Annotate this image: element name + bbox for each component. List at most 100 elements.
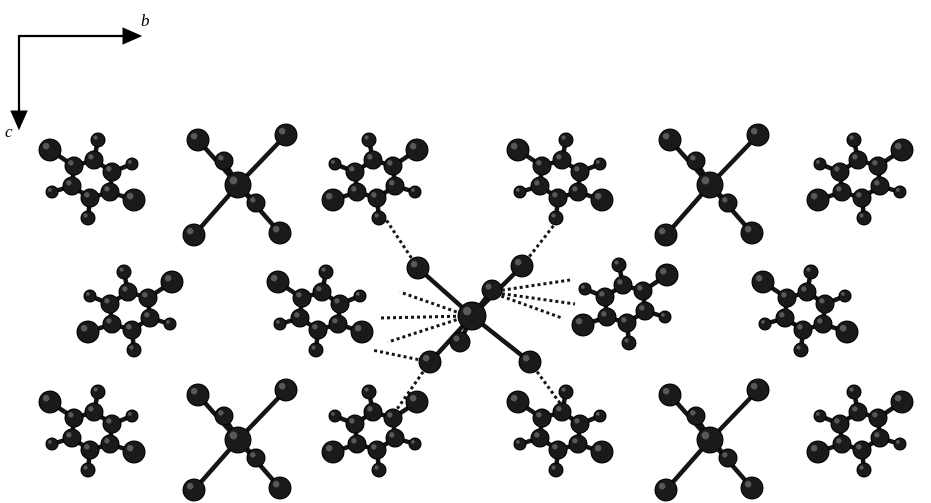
ligand-atom-highlight	[722, 197, 728, 203]
ligand-atom	[406, 256, 430, 280]
substituent-atom	[122, 188, 146, 212]
substituent-atom-highlight	[83, 213, 88, 218]
substituent-atom	[813, 157, 827, 171]
ring-atom	[102, 314, 122, 334]
ring-atom	[383, 408, 403, 428]
substituent-atom	[806, 440, 830, 464]
substituent-atom	[513, 185, 527, 199]
hydrogen-bond	[489, 290, 563, 320]
substituent-atom-highlight	[276, 320, 280, 324]
substituent-atom	[408, 185, 422, 199]
ring-atom-highlight	[852, 154, 858, 160]
axis-indicator: b c	[5, 11, 150, 141]
ring-atom-highlight	[144, 312, 150, 318]
ring-atom-highlight	[817, 318, 823, 324]
substituent-atom-highlight	[42, 394, 50, 402]
substituent-atom	[160, 270, 184, 294]
ring-atom-highlight	[104, 186, 110, 192]
substituent-atom-highlight	[810, 444, 818, 452]
ring-atom-highlight	[852, 406, 858, 412]
substituent-atom-highlight	[166, 320, 170, 324]
substituent-atom	[76, 320, 100, 344]
substituent-atom	[90, 384, 106, 400]
ring-atom	[363, 402, 383, 422]
ring-atom-highlight	[84, 192, 90, 198]
ligand-atom	[658, 128, 682, 152]
ring-atom	[797, 282, 817, 302]
ligand-atom-highlight	[186, 227, 194, 235]
substituent-atom-highlight	[48, 440, 52, 444]
ring-atom-highlight	[536, 412, 542, 418]
ring-atom	[290, 308, 310, 328]
ring-atom	[815, 294, 835, 314]
substituent-atom-highlight	[311, 345, 316, 350]
substituent-atom	[846, 132, 862, 148]
ring-atom-highlight	[556, 154, 562, 160]
ring-atom-highlight	[534, 180, 540, 186]
substituent-atom-highlight	[325, 444, 333, 452]
substituent-atom	[890, 138, 914, 162]
ring-atom	[347, 434, 367, 454]
substituent-atom	[793, 342, 809, 358]
ring-atom	[102, 414, 122, 434]
substituent-atom-highlight	[411, 440, 415, 444]
ring-atom-highlight	[294, 312, 300, 318]
substituent-atom-highlight	[354, 324, 362, 332]
ring-atom	[62, 176, 82, 196]
ligand-atom	[746, 378, 770, 402]
ring-atom-highlight	[334, 298, 340, 304]
ligand-atom	[418, 350, 442, 374]
ring-atom	[345, 414, 365, 434]
ring-atom	[308, 320, 328, 340]
ligand-atom	[246, 448, 266, 468]
ligand-atom-highlight	[250, 452, 256, 458]
ring-atom-highlight	[387, 160, 393, 166]
substituent-atom-highlight	[896, 188, 900, 192]
substituent-atom-highlight	[894, 394, 902, 402]
ligand-atom-highlight	[658, 227, 666, 235]
ring-atom	[813, 314, 833, 334]
anion-center-atom-highlight	[462, 306, 472, 316]
ring-atom	[530, 428, 550, 448]
substituent-atom	[80, 462, 96, 478]
anion-center-atom	[457, 301, 487, 331]
substituent-atom-highlight	[659, 267, 667, 275]
substituent-atom-highlight	[374, 465, 379, 470]
substituent-atom	[308, 342, 324, 358]
hydrogen-bond	[489, 278, 571, 294]
substituent-atom	[328, 157, 342, 171]
substituent-atom	[273, 317, 287, 331]
substituent-atom-highlight	[581, 285, 585, 289]
substituent-atom	[655, 263, 679, 287]
substituent-atom	[838, 289, 852, 303]
anion-center-atom	[696, 171, 724, 199]
ring-atom	[532, 156, 552, 176]
ring-atom	[100, 434, 120, 454]
ligand-atom	[518, 350, 542, 374]
ring-atom-highlight	[88, 154, 94, 160]
substituent-atom	[571, 313, 595, 337]
ring-atom-highlight	[637, 285, 643, 291]
ring-atom-highlight	[351, 186, 357, 192]
substituent-atom	[38, 138, 62, 162]
substituent-atom-highlight	[356, 292, 360, 296]
ring-atom-highlight	[387, 412, 393, 418]
ring-atom	[852, 440, 872, 460]
hydrogen-bonds	[371, 217, 576, 413]
substituent-atom	[405, 138, 429, 162]
ring-atom	[613, 275, 633, 295]
substituent-atom-highlight	[859, 213, 864, 218]
ring-atom-highlight	[874, 432, 880, 438]
anion-center-atom-highlight	[229, 431, 238, 440]
substituent-atom-highlight	[839, 324, 847, 332]
substituent-atom-highlight	[164, 274, 172, 282]
hydrogen-bond	[520, 219, 560, 267]
ring-atom	[568, 434, 588, 454]
substituent-atom-highlight	[119, 267, 124, 272]
ligand-atom	[718, 448, 738, 468]
substituent-atom-highlight	[594, 444, 602, 452]
ring-atom	[530, 176, 550, 196]
substituent-atom	[893, 185, 907, 199]
ring-atom-highlight	[106, 166, 112, 172]
substituent-atom	[328, 409, 342, 423]
